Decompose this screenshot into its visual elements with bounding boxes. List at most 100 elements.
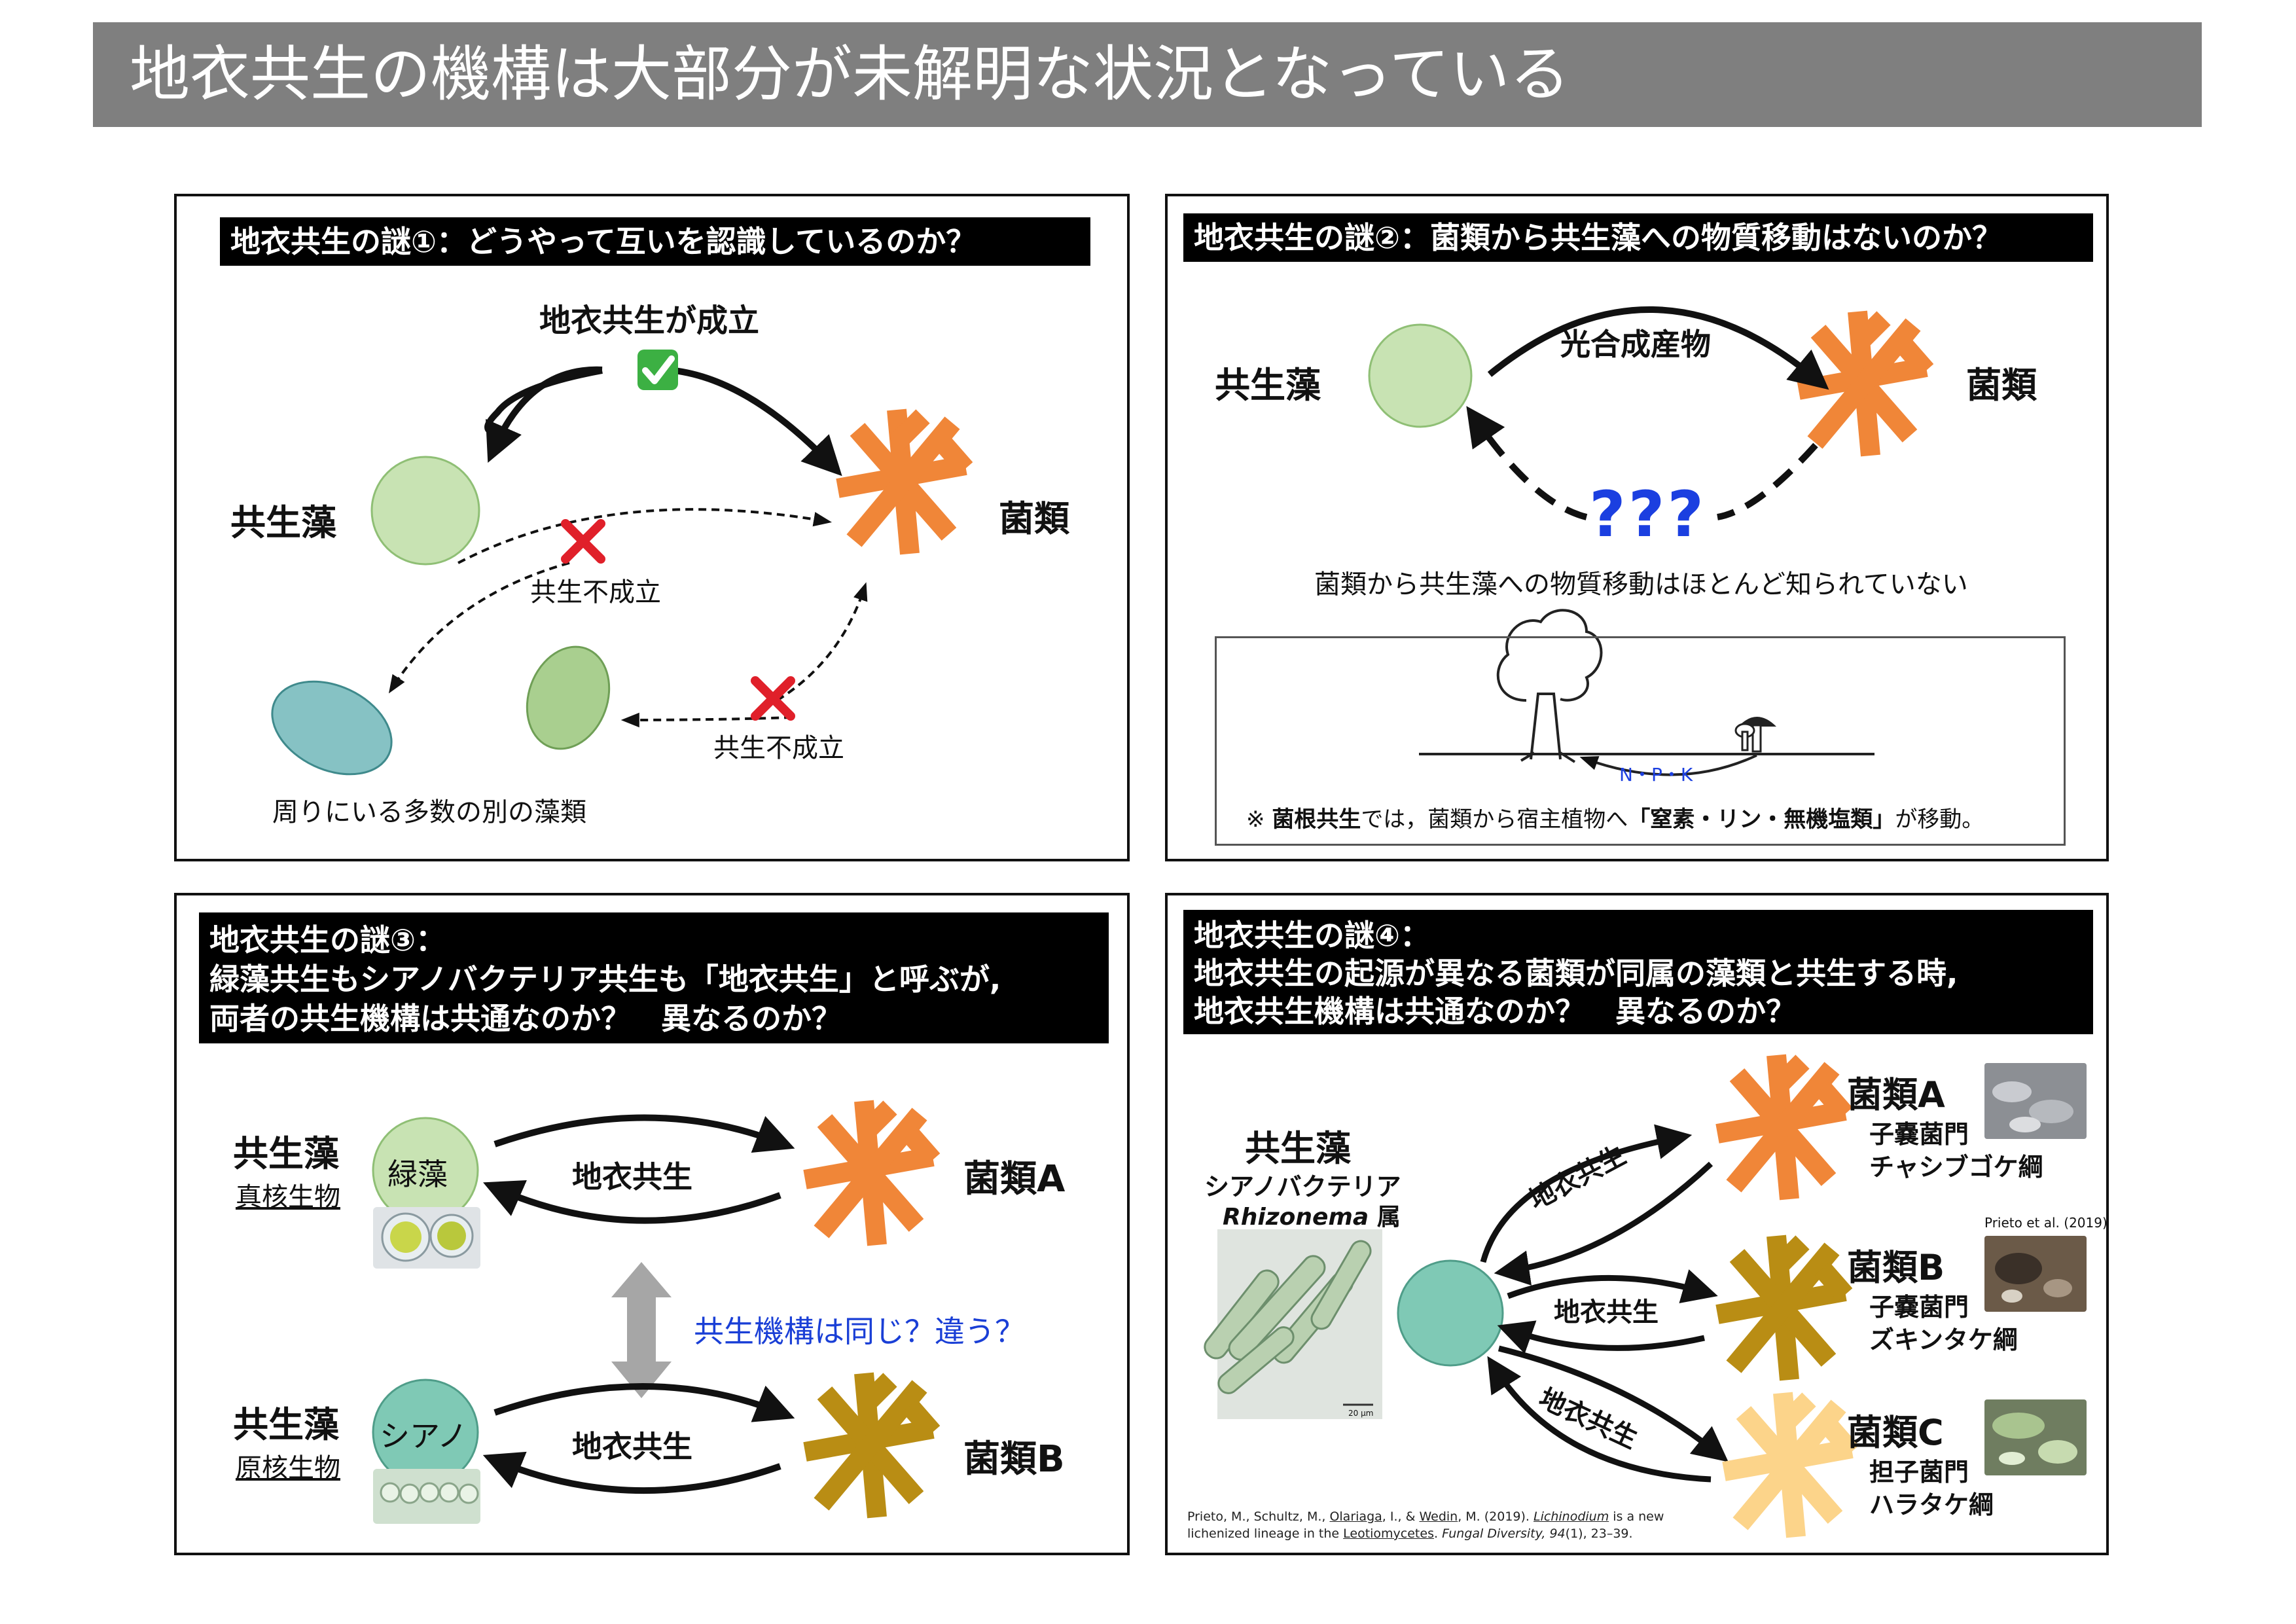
bottom-arrow-right	[493, 1383, 795, 1422]
relation-label-4b: 地衣共生	[1554, 1297, 1659, 1327]
panel-4-diagram	[1204, 1054, 2087, 1538]
arrow-to-fungus-b	[1507, 1269, 1718, 1304]
top-relation-label: 地衣共生	[572, 1159, 692, 1195]
panel-3-title: 地衣共生の謎③： 緑藻共生もシアノバクテリア共生も「地衣共生」と呼ぶが, 両者の…	[199, 912, 1109, 1043]
lichen-photo-c	[1984, 1399, 2087, 1475]
fungus-a-label: 菌類A	[963, 1158, 1066, 1200]
fail-label-2: 共生不成立	[713, 733, 844, 763]
panel-2: 地衣共生の謎②：菌類から共生藻への物質移動はないのか？	[1165, 194, 2109, 861]
fail-arrow-bottom	[620, 712, 793, 728]
fungus-4a-class: チャシブゴケ綱	[1869, 1153, 2043, 1182]
fungus-symbol-a	[803, 1100, 941, 1246]
panel-1: 地衣共生の謎①：どうやって互いを認識しているのか？	[174, 194, 1130, 861]
fungus-label-2: 菌類	[1966, 365, 2037, 406]
arrow-to-fungus-c	[1498, 1345, 1729, 1462]
lichen-photo-b	[1984, 1236, 2087, 1312]
panel-2-diagram	[1368, 306, 1934, 776]
fungus-4c-class: ハラタケ綱	[1869, 1490, 1994, 1519]
panel-3: 地衣共生の謎③： 緑藻共生もシアノバクテリア共生も「地衣共生」と呼ぶが, 両者の…	[174, 893, 1130, 1555]
fungus-4c-phylum: 担子菌門	[1869, 1458, 1969, 1487]
compare-question: 共生機構は同じ？違う？	[694, 1314, 1025, 1349]
top-algae-label: 共生藻	[233, 1133, 339, 1174]
algae-label-2: 共生藻	[1215, 365, 1321, 406]
fungus-4b-class: ズキンタケ綱	[1869, 1326, 2018, 1354]
bottom-algae-label: 共生藻	[233, 1404, 339, 1445]
cross-icon-2	[751, 676, 795, 721]
reference-line-1: Prieto, M., Schultz, M., Olariaga, I., &…	[1187, 1509, 1664, 1524]
cross-icon-1	[561, 519, 605, 564]
other-algae-green	[526, 645, 611, 750]
fungus-symbol-4c	[1722, 1392, 1859, 1538]
algae-circle	[370, 456, 480, 566]
cyano-text: シアノ	[380, 1418, 467, 1454]
title-banner: 地衣共生の機構は大部分が未解明な状況となっている	[93, 22, 2202, 127]
fungus-symbol-4a	[1715, 1054, 1853, 1200]
transfer-caption: 菌類から共生藻への物質移動はほとんど知られていない	[1314, 569, 1968, 600]
fail-label-1: 共生不成立	[530, 577, 661, 607]
algae-circle-2	[1368, 323, 1473, 428]
photo-credit: Prieto et al. (2019)	[1984, 1215, 2108, 1231]
photosynthate-label: 光合成産物	[1560, 327, 1711, 362]
panel-2-title: 地衣共生の謎②：菌類から共生藻への物質移動はないのか？	[1183, 213, 2093, 262]
other-algae-blue	[271, 680, 393, 776]
arrow-from-fungus-b	[1497, 1320, 1705, 1354]
unknown-arrow-left	[1466, 406, 1588, 520]
fungus-symbol-2	[1797, 310, 1934, 457]
algae-label-4: 共生藻	[1245, 1128, 1351, 1169]
fungus-symbol-b	[803, 1372, 941, 1519]
panel-4-title: 地衣共生の謎④： 地衣共生の起源が異なる菌類が同属の藻類と共生する時, 地衣共生…	[1183, 910, 2093, 1034]
bottom-relation-label: 地衣共生	[572, 1429, 692, 1464]
panel-3-diagram	[372, 1100, 941, 1524]
fail-arrow-left	[388, 562, 570, 694]
mushroom-icon	[1734, 717, 1776, 753]
photosynthate-arrow	[1487, 306, 1829, 390]
cyanobacteria-label: シアノバクテリア	[1204, 1172, 1401, 1201]
fungus-symbol-4b	[1715, 1235, 1853, 1381]
top-arrow-right	[493, 1114, 795, 1153]
panel-4: 地衣共生の謎④： 地衣共生の起源が異なる菌類が同属の藻類と共生する時, 地衣共生…	[1165, 893, 2109, 1555]
unknown-label: ???	[1589, 478, 1707, 551]
fungus-4b-name: 菌類B	[1847, 1247, 1945, 1288]
scale-label: 20 μm	[1348, 1409, 1374, 1418]
mycorrhiza-inset	[1215, 636, 2066, 846]
rhizonema-circle	[1397, 1259, 1504, 1367]
fungus-4a-phylum: 子嚢菌門	[1869, 1120, 1969, 1149]
others-label: 周りにいる多数の別の藻類	[272, 797, 586, 827]
fungus-4a-name: 菌類A	[1847, 1074, 1945, 1115]
arrow-from-fungus-c	[1487, 1356, 1712, 1483]
arrow-from-fungus-a	[1494, 1161, 1713, 1286]
prokaryote-label: 原核生物	[236, 1453, 340, 1483]
fungus-symbol-1	[836, 408, 973, 555]
bottom-arrow-left	[482, 1451, 781, 1494]
lichen-photo-a	[1984, 1063, 2087, 1139]
check-icon	[637, 350, 678, 390]
compare-arrow	[611, 1262, 672, 1398]
mycorrhiza-note: ※ 菌根共生では，菌類から宿主植物へ「窒素・リン・無機塩類」が移動。	[1246, 806, 1984, 833]
green-algae-photo	[373, 1207, 480, 1269]
fail-arrow-top	[457, 508, 833, 564]
fungus-b-label: 菌類B	[963, 1438, 1065, 1481]
success-arc-left-head	[486, 366, 603, 463]
green-algae-text: 緑藻	[387, 1157, 448, 1192]
fungus-4b-phylum: 子嚢菌門	[1869, 1293, 1969, 1322]
top-arrow-left	[483, 1180, 781, 1224]
unknown-arrow	[1717, 442, 1818, 520]
success-arc-right	[667, 367, 842, 477]
fungus-label: 菌類	[999, 498, 1069, 539]
arrow-to-fungus-a	[1480, 1124, 1693, 1263]
fungus-4c-name: 菌類C	[1847, 1412, 1944, 1453]
algae-label: 共生藻	[230, 502, 336, 543]
panel-1-diagram	[271, 350, 973, 776]
eukaryote-label: 真核生物	[236, 1182, 340, 1212]
page-title: 地衣共生の機構は大部分が未解明な状況となっている	[130, 39, 1570, 109]
fail-arrow-right	[765, 582, 868, 708]
reference-line-2: lichenized lineage in the Leotiomycetes.…	[1187, 1526, 1633, 1541]
rhizonema-label: Rhizonema 属	[1223, 1204, 1401, 1231]
nutrients-label: N・P・K	[1619, 764, 1693, 785]
panel-1-title: 地衣共生の謎①：どうやって互いを認識しているのか？	[220, 217, 1090, 266]
rhizonema-photo	[1204, 1229, 1382, 1419]
success-label: 地衣共生が成立	[539, 302, 760, 339]
nutrient-arrow	[1579, 754, 1757, 776]
tree-icon	[1496, 609, 1603, 763]
cyano-photo	[373, 1469, 480, 1524]
